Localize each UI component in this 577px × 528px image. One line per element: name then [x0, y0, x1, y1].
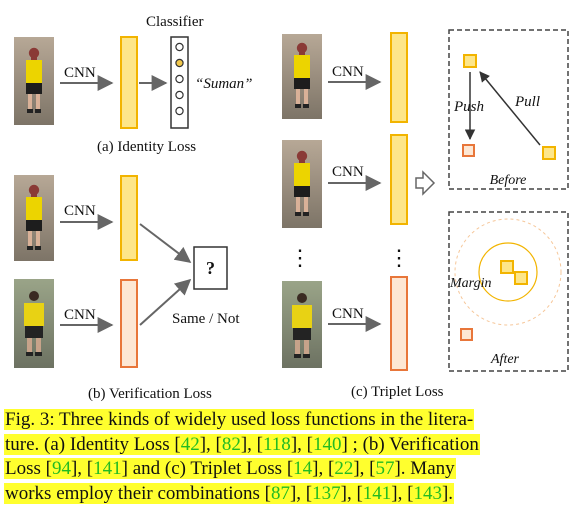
- cnn-label: CNN: [332, 164, 364, 180]
- push-label: Push: [453, 99, 484, 115]
- cnn-label: CNN: [332, 306, 364, 322]
- ellipsis: ⋮: [388, 245, 410, 270]
- caption-text: ] and (c) Triplet Loss [: [121, 458, 294, 480]
- positive-point: [514, 271, 528, 285]
- caption-text: works employ their combinations [: [5, 482, 271, 504]
- before-embedding-box: Push Pull Before: [448, 29, 569, 190]
- classifier-node-active: [175, 58, 184, 68]
- feature-vector: [390, 276, 408, 371]
- triplet-loss-panel: CNN CNN ⋮ ⋮ CNN Push Pull: [282, 29, 569, 400]
- reference-link[interactable]: 141: [362, 482, 392, 504]
- after-frame: [448, 211, 569, 372]
- caption-line: Fig. 3: Three kinds of widely used loss …: [4, 408, 572, 433]
- reference-link[interactable]: 143: [413, 482, 442, 504]
- pull-label: Pull: [514, 94, 540, 110]
- negative-point: [462, 144, 475, 157]
- reference-link[interactable]: 87: [270, 482, 290, 504]
- caption-text: ], [: [312, 458, 335, 480]
- reference-link[interactable]: 140: [312, 433, 342, 455]
- caption-line: works employ their combinations [87], [1…: [4, 482, 572, 507]
- ellipsis: ⋮: [289, 245, 311, 270]
- verification-box: [193, 246, 228, 290]
- hollow-arrow-icon: [415, 170, 436, 196]
- margin-inner-circle: [478, 242, 538, 302]
- reference-link[interactable]: 118: [263, 433, 291, 455]
- caption-highlight: Loss [94], [141] and (c) Triplet Loss [1…: [4, 458, 456, 480]
- caption-text: ture. (a) Identity Loss [: [5, 433, 181, 455]
- caption-text: ], [: [290, 433, 313, 455]
- classifier-node: [175, 42, 184, 52]
- caption-text: ], [: [289, 482, 313, 504]
- anchor-point: [500, 260, 514, 274]
- identity-caption: (a) Identity Loss: [97, 139, 196, 155]
- verification-caption: (b) Verification Loss: [88, 386, 212, 402]
- margin-label: Margin: [449, 276, 491, 291]
- caption-text: ], [: [240, 433, 264, 455]
- reference-link[interactable]: 82: [221, 433, 241, 455]
- pedestrian-image: [282, 281, 322, 368]
- caption-line: Loss [94], [141] and (c) Triplet Loss [1…: [4, 457, 572, 482]
- classifier-node: [175, 74, 184, 84]
- pedestrian-image: [14, 175, 54, 261]
- feature-vector: [120, 279, 138, 368]
- reference-link[interactable]: 94: [51, 458, 71, 480]
- positive-point: [542, 146, 556, 160]
- reference-link[interactable]: 22: [334, 458, 354, 480]
- feature-vector: [120, 175, 138, 261]
- anchor-point: [463, 54, 477, 68]
- figure-diagram: CNN Classifier “Suman” (a) Identity Loss…: [14, 14, 569, 402]
- arrow: [139, 278, 192, 326]
- caption-highlight: ture. (a) Identity Loss [42], [82], [118…: [4, 433, 480, 455]
- caption-text: ], [: [199, 433, 222, 455]
- after-label: After: [490, 352, 520, 367]
- classifier-label: Classifier: [146, 14, 204, 30]
- pedestrian-image: [282, 140, 322, 228]
- caption-text: Loss [: [5, 458, 52, 480]
- arrow: [139, 223, 192, 263]
- caption-text: ]. Many: [394, 458, 455, 480]
- caption-text: ].: [441, 482, 454, 504]
- reference-link[interactable]: 14: [293, 458, 313, 480]
- cnn-label: CNN: [332, 64, 364, 80]
- triplet-caption: (c) Triplet Loss: [351, 384, 444, 400]
- pedestrian-image: [14, 37, 54, 125]
- caption-text: Fig. 3: Three kinds of widely used loss …: [5, 409, 474, 430]
- same-not-label: Same / Not: [172, 311, 240, 327]
- caption-text: ], [: [340, 482, 363, 504]
- classifier-node: [175, 90, 184, 100]
- feature-vector: [390, 32, 408, 123]
- reference-link[interactable]: 57: [375, 458, 395, 480]
- verification-loss-panel: CNN CNN ? Same / Not (b) Verification Lo…: [14, 175, 240, 402]
- caption-line: ture. (a) Identity Loss [42], [82], [118…: [4, 433, 572, 458]
- cnn-label: CNN: [64, 65, 96, 81]
- caption-text: ], [: [70, 458, 94, 480]
- feature-vector: [390, 134, 408, 225]
- identity-loss-panel: CNN Classifier “Suman” (a) Identity Loss: [14, 14, 253, 155]
- caption-highlight: Fig. 3: Three kinds of widely used loss …: [4, 409, 475, 430]
- reference-link[interactable]: 137: [312, 482, 341, 504]
- after-embedding-box: Margin After: [448, 211, 569, 372]
- negative-point: [460, 328, 473, 341]
- cnn-label: CNN: [64, 307, 96, 323]
- pedestrian-image: [282, 34, 322, 119]
- margin-outer-circle: [454, 218, 562, 326]
- before-label: Before: [490, 173, 527, 188]
- pull-arrow: [479, 71, 541, 146]
- classifier-node: [175, 106, 184, 116]
- caption-text: ], [: [353, 458, 376, 480]
- reference-link[interactable]: 42: [180, 433, 200, 455]
- feature-vector: [120, 36, 138, 129]
- cnn-label: CNN: [64, 203, 96, 219]
- caption-highlight: works employ their combinations [87], [1…: [4, 482, 455, 504]
- question-mark: ?: [206, 258, 215, 278]
- identity-name: “Suman”: [195, 76, 253, 92]
- caption-text: ] ; (b) Verification: [341, 433, 479, 455]
- figure-caption: Fig. 3: Three kinds of widely used loss …: [4, 408, 572, 506]
- caption-text: ], [: [391, 482, 414, 504]
- reference-link[interactable]: 141: [93, 458, 122, 480]
- pedestrian-image: [14, 279, 54, 368]
